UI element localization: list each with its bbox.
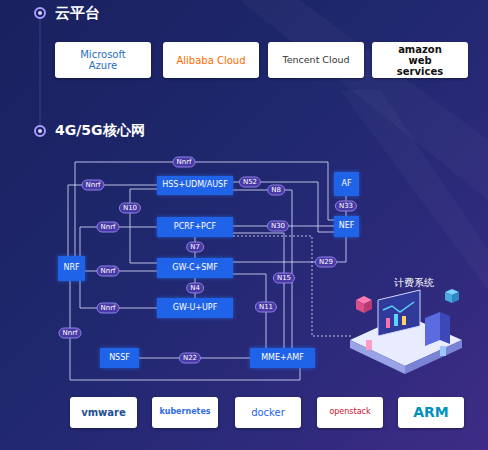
node-text: kubernetes (159, 408, 210, 417)
interface-line (130, 189, 157, 263)
node-text: MME+AMF (261, 354, 304, 363)
system-label: 计费系统 (394, 276, 434, 290)
node-text: openstack (329, 408, 370, 417)
heading-bullet (35, 126, 45, 136)
interface-line (68, 185, 157, 256)
light-stripe (340, 90, 488, 290)
platform-logo: openstack (317, 397, 383, 428)
interface-label: Nnrf (81, 180, 104, 191)
interface-line (80, 227, 157, 256)
cube (364, 300, 372, 313)
cloud-logo: Alibaba Cloud (163, 42, 259, 78)
cube (445, 292, 452, 303)
interface-label: Nnrf (96, 266, 119, 277)
network-function-box: NRF (58, 256, 85, 281)
section-heading: 云平台 (55, 4, 100, 23)
interface-label: Nnrf (172, 157, 195, 168)
cube (356, 300, 364, 313)
network-function-box: NEF (334, 216, 359, 237)
node-text: amazon web services (390, 44, 450, 77)
node-text: GW-U+UPF (173, 304, 218, 313)
interface-label: N8 (267, 185, 285, 196)
node-text: AF (341, 180, 351, 189)
node-text: vmware (81, 407, 126, 418)
platform-side (405, 340, 462, 374)
server (425, 312, 440, 346)
section-heading: 4G/5G核心网 (55, 122, 145, 140)
interface-label: N33 (335, 201, 357, 212)
platform-logo: vmware (70, 397, 137, 428)
interface-label: N11 (255, 302, 277, 313)
interface-line (233, 233, 284, 348)
node-text: NSSF (109, 354, 130, 363)
network-function-box: HSS+UDM/AUSF (157, 176, 233, 195)
interface-label: N10 (119, 203, 141, 214)
platform-logo: kubernetes (152, 397, 218, 428)
monitor-bar (386, 318, 390, 328)
interface-label: Nnrf (58, 328, 81, 339)
node-text: Microsoft Azure (72, 49, 134, 71)
cube (452, 292, 459, 303)
guide-line (40, 18, 41, 126)
figure (366, 340, 372, 350)
platform-side (350, 340, 405, 374)
monitor (378, 290, 420, 336)
network-function-box: NSSF (100, 348, 139, 368)
network-function-box: MME+AMF (250, 348, 315, 368)
heading-bullet (35, 8, 45, 18)
monitor-bar (394, 314, 398, 326)
interface-line (75, 162, 334, 256)
cloud-logo: Microsoft Azure (55, 42, 151, 78)
node-text: ARM (413, 405, 449, 420)
monitor-bar (402, 316, 406, 325)
node-text: Tencent Cloud (282, 55, 349, 65)
heading-bullet (38, 129, 42, 133)
interface-label: N15 (273, 273, 295, 284)
node-text: GW-C+SMF (172, 264, 218, 273)
platform-logo: docker (235, 397, 301, 428)
interface-label: N22 (179, 353, 201, 364)
network-function-box: AF (334, 172, 359, 196)
node-text: Alibaba Cloud (176, 55, 245, 66)
platform-logo: ARM (398, 397, 464, 428)
network-function-box: PCRF+PCF (157, 217, 233, 237)
interface-label: Nnrf (96, 222, 119, 233)
node-text: NEF (339, 222, 355, 231)
cloud-logo: Tencent Cloud (268, 42, 364, 78)
interface-label: N4 (186, 283, 204, 294)
node-text: PCRF+PCF (174, 223, 216, 232)
interface-label: N29 (315, 257, 337, 268)
interface-label: N30 (267, 221, 289, 232)
server (440, 312, 450, 344)
network-function-box: GW-C+SMF (157, 258, 233, 278)
monitor-chart (383, 302, 414, 312)
interface-label: N7 (186, 242, 204, 253)
cloud-logo: amazon web services (372, 42, 468, 78)
heading-bullet (38, 11, 42, 15)
node-text: docker (251, 407, 285, 418)
interface-label: N52 (239, 177, 261, 188)
node-text: NRF (63, 264, 79, 273)
network-function-box: GW-U+UPF (157, 298, 233, 318)
figure (440, 346, 446, 356)
interface-line (233, 190, 292, 348)
node-text: HSS+UDM/AUSF (162, 181, 228, 190)
interface-label: Nnrf (96, 303, 119, 314)
